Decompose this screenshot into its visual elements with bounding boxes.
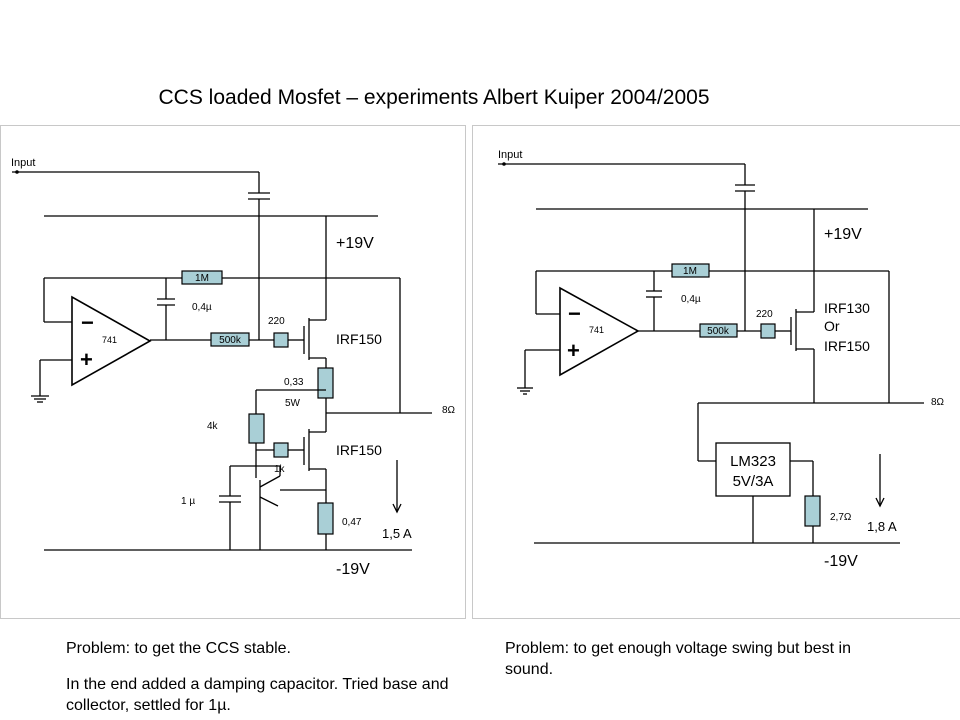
left-sense-resistor: [317, 502, 334, 535]
right-regulator-label-2: 5V/3A: [733, 473, 774, 490]
right-set-resistor-label: 2,7Ω: [830, 512, 852, 523]
left-current-arrow-icon: [392, 460, 402, 514]
left-opamp-minus: −: [81, 310, 94, 335]
right-ground-icon: [517, 387, 533, 395]
right-opamp-label: 741: [589, 325, 604, 335]
left-damping-capacitor: [219, 495, 241, 503]
right-regulator-label-1: LM323: [730, 453, 776, 470]
left-4k-resistor: [248, 413, 265, 444]
left-source-resistor: [317, 367, 334, 399]
right-set-resistor: [804, 495, 821, 527]
left-source-resistor-label: 0,33: [284, 377, 304, 388]
right-input-label: Input: [498, 149, 522, 161]
right-q1-label-3: IRF150: [824, 338, 870, 354]
left-gate-resistor: [273, 332, 289, 348]
left-4k-resistor-label: 4k: [207, 421, 219, 432]
right-input-dot: [502, 162, 506, 166]
left-ground-icon: [31, 395, 49, 403]
page-title: CCS loaded Mosfet – experiments Albert K…: [158, 86, 710, 109]
right-input-capacitor: [735, 184, 755, 192]
right-current-label: 1,8 A: [867, 519, 897, 534]
right-feedback-capacitor-label: 0,4µ: [681, 294, 701, 305]
right-q1-label-2: Or: [824, 318, 840, 334]
left-schematic-panel: [0, 125, 466, 619]
left-input-label: Input: [11, 157, 35, 169]
right-opamp-minus: −: [568, 301, 581, 326]
right-circuit: Input +19V 1M 0,4µ − + 741: [498, 149, 945, 570]
left-feedback-capacitor-label: 0,4µ: [192, 302, 212, 313]
left-opamp-plus: +: [80, 347, 93, 372]
right-vplus-label: +19V: [824, 226, 862, 243]
left-input-dot: [15, 170, 19, 174]
left-feedback-resistor: [181, 270, 223, 285]
left-input-resistor-label: 500k: [219, 335, 242, 346]
left-current-label: 1,5 A: [382, 526, 412, 541]
right-gate-resistor: [760, 323, 776, 339]
right-output-label: 8Ω: [931, 397, 945, 408]
right-input-resistor: [699, 323, 738, 338]
right-q1-label-1: IRF130: [824, 300, 870, 316]
left-feedback-capacitor: [157, 298, 175, 306]
left-output-label: 8Ω: [442, 405, 456, 416]
left-feedback-resistor-label: 1M: [195, 273, 209, 284]
right-gate-resistor-label: 220: [756, 309, 773, 320]
left-gate-resistor-label: 220: [268, 316, 285, 327]
right-feedback-resistor: [671, 263, 710, 278]
left-sense-resistor-label: 0,47: [342, 517, 362, 528]
left-mosfet-q1: [303, 318, 326, 360]
right-opamp-plus: +: [567, 338, 580, 363]
left-damping-capacitor-label: 1 µ: [181, 496, 195, 507]
right-feedback-resistor-label: 1M: [683, 266, 697, 277]
left-circuit: Input +19V 1M 0,4µ − + 741: [11, 157, 456, 578]
left-mosfet-q2: [303, 429, 326, 471]
right-feedback-capacitor: [646, 290, 662, 298]
left-opamp-741: [71, 295, 152, 387]
left-q1-label: IRF150: [336, 331, 382, 347]
left-input-resistor: [210, 332, 250, 347]
right-vminus-label: -19V: [824, 553, 858, 570]
right-opamp-741: [559, 286, 640, 377]
left-bjt-transistor: [259, 466, 281, 507]
right-mosfet-q1: [790, 309, 814, 351]
left-vminus-label: -19V: [336, 561, 370, 578]
right-schematic-panel: [472, 125, 960, 619]
left-problem-text: Problem: to get the CCS stable.: [66, 640, 291, 657]
right-problem-text: Problem: to get enough voltage swing but…: [505, 640, 851, 678]
left-opamp-label: 741: [102, 335, 117, 345]
left-q2-label: IRF150: [336, 442, 382, 458]
right-current-arrow-icon: [875, 454, 885, 508]
left-note-text: In the end added a damping capacitor. Tr…: [66, 676, 449, 714]
right-input-resistor-label: 500k: [707, 326, 730, 337]
left-input-capacitor: [248, 192, 270, 200]
left-1k-resistor: [273, 442, 289, 458]
left-source-resistor-watt: 5W: [285, 398, 301, 409]
left-vplus-label: +19V: [336, 235, 374, 252]
